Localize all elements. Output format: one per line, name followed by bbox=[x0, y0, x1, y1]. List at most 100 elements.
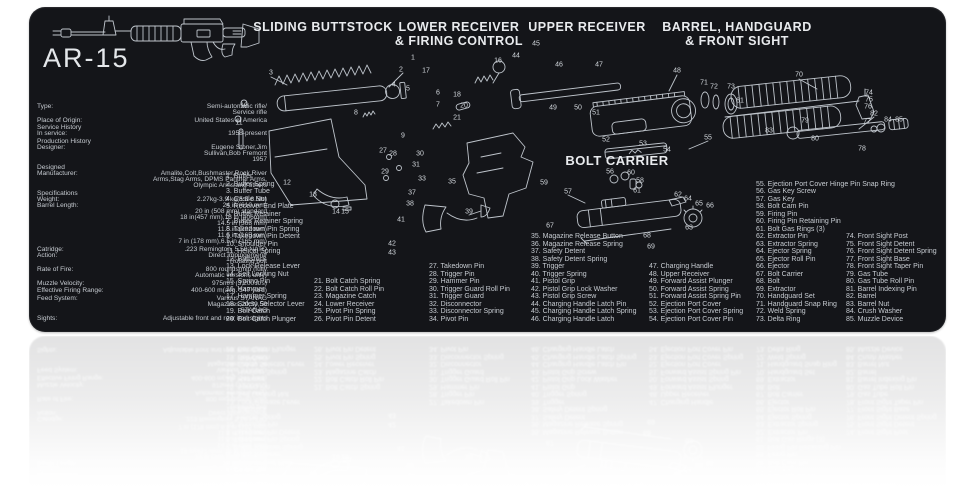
parts-item: 23. Magazine Catch bbox=[314, 293, 377, 300]
callout-30: 30 bbox=[416, 150, 424, 158]
parts-item-refl: 70. Handguard Set bbox=[756, 368, 815, 375]
parts-item: 38. Safety Detent Spring bbox=[531, 255, 608, 263]
parts-item-refl: 76. Front Sight Detent Spring bbox=[846, 413, 937, 420]
bolt-carrier-diagram bbox=[567, 171, 703, 245]
spec-row: Type:Semi-automatic rifle/Service rifle bbox=[37, 103, 267, 117]
parts-item: 45. Charging Handle Latch Spring bbox=[531, 308, 637, 315]
parts-item-refl: 40. Trigger Spring bbox=[531, 390, 587, 398]
parts-item: 36. Magazine Release Spring bbox=[531, 240, 623, 248]
callout-5: 5 bbox=[406, 85, 410, 93]
parts-item-refl: 24. Lower Receiver bbox=[314, 360, 375, 368]
callout-76: 76 bbox=[864, 103, 872, 111]
parts-item: 24. Lower Receiver bbox=[314, 300, 375, 308]
parts-item-refl: 38. Safety Detent Spring bbox=[531, 405, 608, 413]
parts-item: 14. Self Locking Nut bbox=[226, 270, 289, 278]
parts-item-refl: 17. Hammer Spring bbox=[226, 368, 287, 375]
parts-item: 56. Gas Key Screw bbox=[756, 188, 816, 195]
bolt-carrier-diagram-refl bbox=[567, 423, 703, 488]
parts-item-refl: 2. Buffer Spring bbox=[226, 480, 275, 488]
parts-item: 28. Trigger Pin bbox=[429, 270, 475, 278]
callout-43-refl: 43 bbox=[388, 411, 396, 419]
parts-item-refl: 56. Gas Key Screw bbox=[756, 473, 816, 480]
spec-value-refl: 400-600 m(avg. 547 yard) bbox=[191, 373, 267, 381]
spec-label: Place of Origin: bbox=[37, 116, 83, 124]
parts-item: 7. Buffer Retainer Spring bbox=[226, 218, 303, 225]
parts-item-refl: 77. Front Sight Base bbox=[846, 405, 910, 413]
parts-item-refl: 52. Ejection Port Cover bbox=[649, 360, 721, 368]
spec-row-refl: Effective Firing Range:400-600 m(avg. 54… bbox=[37, 373, 267, 381]
parts-column-6-refl: 55. Ejection Port Cover Hinge Pin Snap R… bbox=[756, 345, 895, 488]
parts-item: 50. Forward Assist Spring bbox=[649, 285, 729, 293]
parts-item-refl: 66. Ejector bbox=[756, 398, 790, 405]
parts-item-refl: 64. Ejector Spring bbox=[756, 413, 812, 420]
parts-item: 58. Bolt Cam Pin bbox=[756, 203, 809, 210]
parts-item-refl: 55. Ejection Port Cover Hinge Pin Snap R… bbox=[756, 480, 895, 488]
parts-item: 32. Disconnector bbox=[429, 300, 482, 308]
parts-item-refl: 4. Castle Nut bbox=[226, 465, 267, 473]
callout-39-refl: 39 bbox=[465, 452, 473, 460]
parts-item-refl: 41. Pistol Grip bbox=[531, 383, 575, 390]
spec-value-refl: Amalite,Colt,Bushmaster,Rock RiverArms,S… bbox=[153, 478, 267, 488]
parts-item-refl: 54. Ejection Port Cover Pin bbox=[649, 345, 734, 353]
spec-value: United States of America bbox=[194, 116, 267, 124]
spec-label-refl: Rate of Fire: bbox=[37, 395, 74, 403]
gun-cleaning-mat: AR-15 SLIDING BUTTSTOCK LOWER RECEIVER &… bbox=[29, 7, 946, 332]
callout-66: 66 bbox=[706, 202, 714, 210]
parts-item-refl: 10. Shoulder Pin bbox=[226, 420, 278, 428]
heading-line: BARREL, HANDGUARD bbox=[662, 20, 812, 34]
callout-50: 50 bbox=[574, 104, 582, 112]
parts-item: 34. Pivot Pin bbox=[429, 315, 469, 323]
parts-item-refl: 3. Buffer Tube bbox=[226, 473, 270, 480]
callout-4: 4 bbox=[392, 81, 396, 89]
callout-69: 69 bbox=[647, 243, 655, 251]
spec-value: Semi-automatic rifle/Service rifle bbox=[206, 103, 267, 117]
callout-61: 61 bbox=[633, 187, 641, 195]
parts-item-refl: 19. Bolt Catch bbox=[226, 353, 270, 360]
parts-item: 22. Bolt Catch Roll Pin bbox=[314, 285, 385, 293]
parts-item-refl: 85. Muzzle Device bbox=[846, 345, 904, 353]
heading-line: UPPER RECEIVER bbox=[528, 20, 646, 34]
parts-item-refl: 45. Charging Handle Latch Spring bbox=[531, 353, 637, 360]
parts-item: 37. Safety Detent bbox=[531, 248, 586, 255]
parts-item: 25. Pivot Pin Spring bbox=[314, 308, 376, 315]
callout-14-refl: 14 bbox=[332, 452, 340, 460]
parts-item-refl: 28. Trigger Pin bbox=[429, 390, 475, 398]
callout-84: 84 bbox=[884, 116, 892, 124]
callout-82: 82 bbox=[870, 110, 878, 118]
callout-33: 33 bbox=[418, 175, 426, 183]
callout-13-refl: 13 bbox=[309, 469, 317, 477]
callout-28: 28 bbox=[389, 150, 397, 158]
spec-row: Place of Origin: United States of America bbox=[37, 116, 267, 124]
spec-value-refl: 2.27kg-3.9 kg(5.5-8.5lb)24 in (610 mm)20… bbox=[178, 422, 267, 473]
callout-33-refl: 33 bbox=[418, 486, 426, 489]
parts-item-refl: 46. Charging Handle Latch bbox=[531, 345, 615, 353]
spec-label-refl: Catridge:Action: bbox=[37, 408, 64, 422]
mat-reflection: AR-15 SLIDING BUTTSTOCK LOWER RECEIVER &… bbox=[29, 336, 946, 488]
parts-item-refl: 31. Trigger Guard bbox=[429, 368, 484, 375]
callout-55: 55 bbox=[704, 134, 712, 142]
parts-item: 19. Bolt Catch bbox=[226, 308, 270, 315]
parts-item: 61. Bolt Gas Rings (3) bbox=[756, 225, 825, 233]
parts-item-refl: 47. Charging Handle bbox=[649, 398, 714, 405]
parts-item: 13. Lock-Release Lever bbox=[226, 263, 300, 270]
parts-item: 54. Ejection Port Cover Pin bbox=[649, 315, 734, 323]
parts-item-refl: 65. Ejector Roll Pin bbox=[756, 405, 816, 413]
parts-item: 29. Hammer Pin bbox=[429, 278, 480, 285]
parts-item-refl: 59. Firing Pin bbox=[756, 450, 798, 458]
parts-item: 69. Extractor bbox=[756, 285, 796, 293]
parts-item: 73. Delta Ring bbox=[756, 315, 801, 323]
parts-item-refl: 51. Forward Assist Spring Pin bbox=[649, 368, 741, 375]
callout-70: 70 bbox=[795, 71, 803, 79]
upper-receiver-diagram bbox=[510, 74, 738, 160]
callout-51: 51 bbox=[592, 109, 600, 117]
